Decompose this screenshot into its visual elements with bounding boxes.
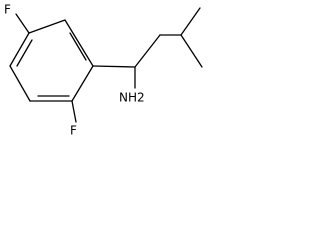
bond-to-fluorine-top bbox=[15, 13, 30, 34]
ring-bond-upper-right bbox=[64, 19, 94, 67]
bond-ring-to-ch bbox=[92, 65, 136, 68]
bond-ch-to-ch2 bbox=[134, 34, 161, 68]
bond-ch-to-methyl-top bbox=[180, 7, 201, 36]
ring-bond-lower-left bbox=[9, 65, 31, 102]
ring-bond-top bbox=[28, 19, 66, 34]
bond-ch-to-methyl-bottom bbox=[180, 34, 203, 68]
fluorine-label-bottom: F bbox=[70, 124, 77, 138]
fluorine-label-top: F bbox=[4, 3, 11, 17]
ring-bond-left bbox=[9, 32, 30, 67]
amine-label: NH2 bbox=[119, 91, 145, 105]
ring-inner-bond-right bbox=[69, 32, 87, 61]
bond-to-fluorine-bottom bbox=[71, 100, 77, 123]
chemical-structure: F F NH2 bbox=[4, 3, 203, 138]
ring-inner-bond-left bbox=[16, 39, 33, 67]
ring-bond-right bbox=[71, 65, 94, 102]
